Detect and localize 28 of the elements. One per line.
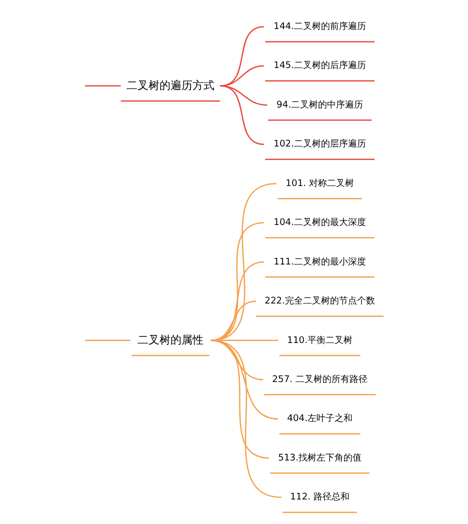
node-text: 111.二叉树的最小深度 <box>274 256 366 268</box>
connector <box>210 340 278 420</box>
node-text: 110.平衡二叉树 <box>287 334 353 346</box>
node-text: 104.二叉树的最大深度 <box>274 217 366 228</box>
connector <box>210 340 264 380</box>
connector <box>220 65 264 87</box>
node-text: 94.二叉树的中序遍历 <box>276 99 364 110</box>
connector <box>210 300 256 342</box>
node-text: 二叉树的遍历方式 <box>126 78 214 92</box>
connector <box>210 182 277 342</box>
node-text: 404.左叶子之和 <box>287 413 353 424</box>
connector <box>84 340 130 342</box>
connector <box>220 26 264 87</box>
node-text: 222.完全二叉树的节点个数 <box>264 296 376 307</box>
node-text: 102.二叉树的层序遍历 <box>274 138 366 150</box>
connector <box>210 340 270 459</box>
node-text: 101. 对称二叉树 <box>286 178 354 189</box>
node-text: 513.找树左下角的值 <box>278 452 362 464</box>
connector <box>220 85 264 145</box>
connector <box>210 261 264 342</box>
connector <box>210 340 282 498</box>
node-text: 二叉树的属性 <box>137 333 204 346</box>
node-text: 144.二叉树的前序遍历 <box>274 21 366 32</box>
connector <box>210 222 264 342</box>
connector <box>84 85 121 87</box>
node-text: 257. 二叉树的所有路径 <box>272 374 368 385</box>
node-text: 145.二叉树的后序遍历 <box>274 60 366 72</box>
node-text: 112. 路径总和 <box>290 492 350 503</box>
